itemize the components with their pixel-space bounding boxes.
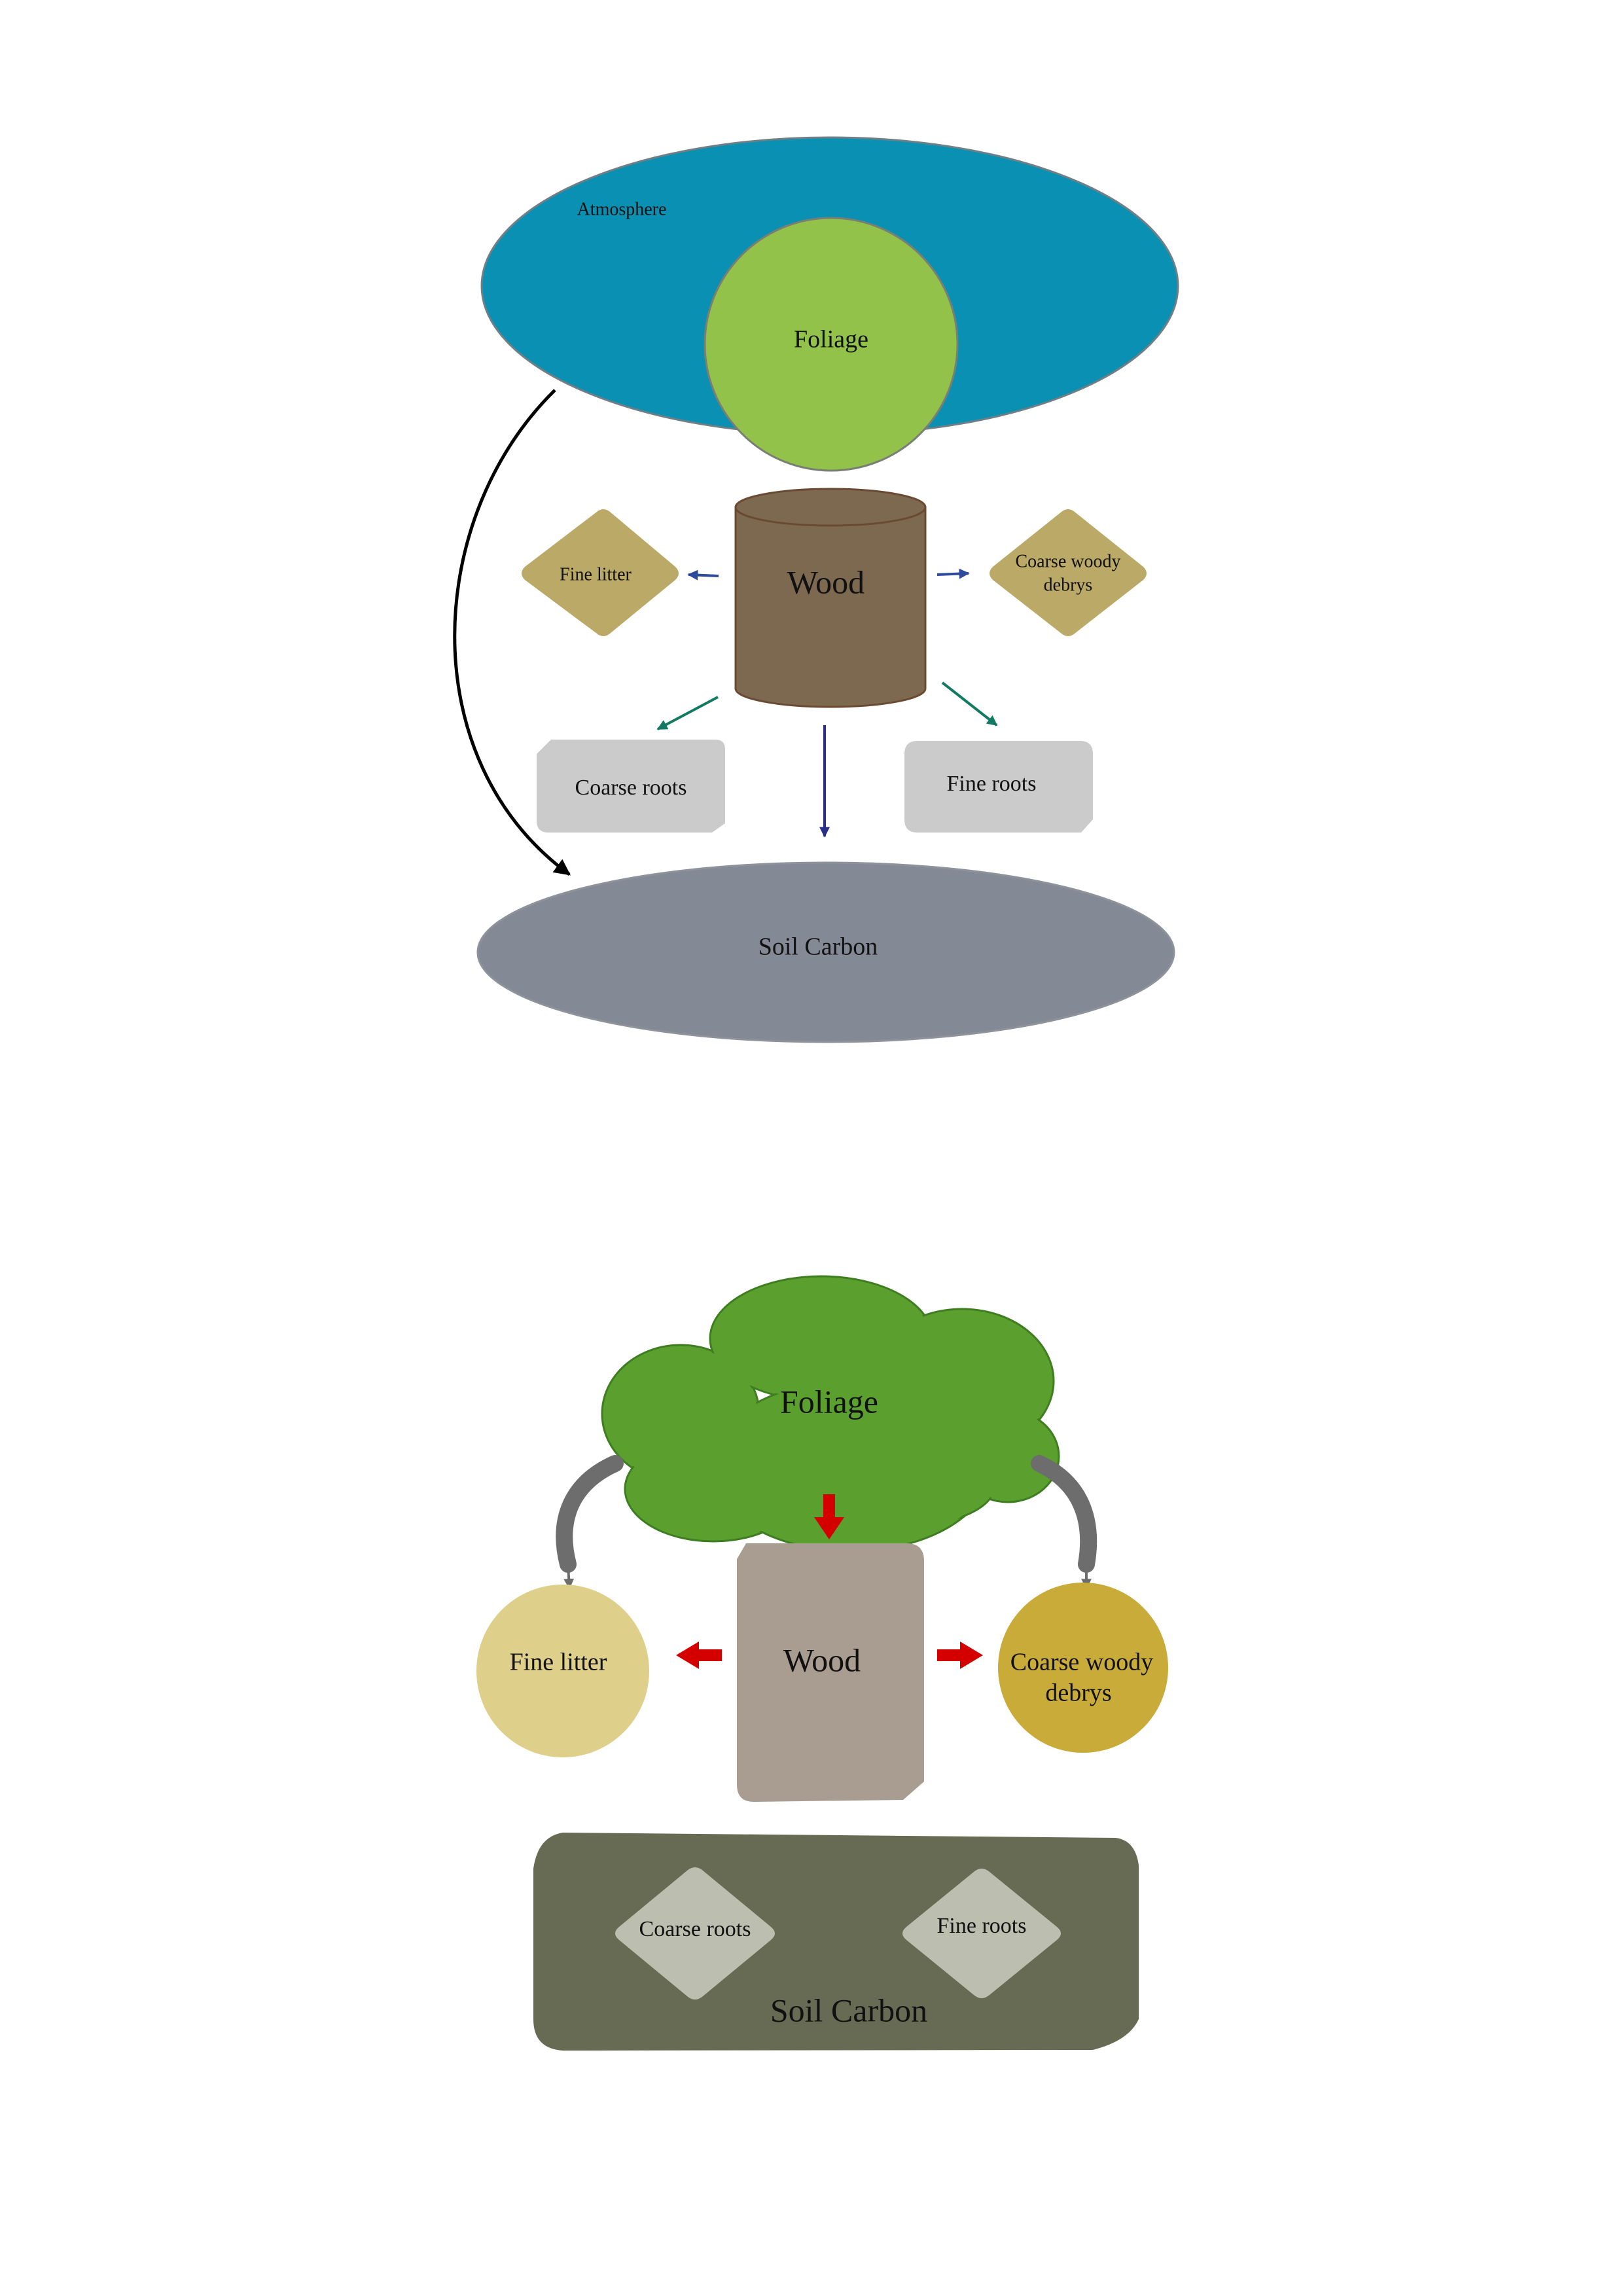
- soil-carbon-label-2: Soil Carbon: [770, 1992, 927, 2028]
- foliage-to-fine-litter-arrow-tip: [563, 1565, 575, 1590]
- wood-to-coarse-debrys-arrow: [936, 568, 970, 579]
- coarse-roots-label-2: Coarse roots: [639, 1917, 751, 1941]
- coarse-woody-debrys-label-line2: debrys: [1044, 575, 1093, 595]
- coarse-woody-debrys-label-2-line1: Coarse woody: [1010, 1649, 1153, 1676]
- soil-carbon-label: Soil Carbon: [758, 933, 878, 961]
- coarse-woody-debrys-circle: [998, 1583, 1168, 1753]
- coarse-roots-label: Coarse roots: [575, 776, 687, 800]
- wood-cylinder: [734, 488, 927, 708]
- foliage-circle: [704, 217, 959, 472]
- diagram-1: Atmosphere Foliage Wood Fine litter Coar…: [453, 136, 1179, 1043]
- wood-to-coarse-roots-arrow: [656, 696, 719, 730]
- wood-to-fine-litter-arrow: [687, 569, 719, 581]
- fine-roots-label-2: Fine roots: [937, 1914, 1027, 1938]
- coarse-woody-debrys-diamond: [990, 509, 1147, 636]
- foliage-label: Foliage: [794, 326, 868, 353]
- coarse-woody-debrys-label-line1: Coarse woody: [1016, 551, 1121, 571]
- fine-litter-diamond: [522, 509, 679, 636]
- foliage-to-wood-arrow: [814, 1494, 844, 1539]
- fine-roots-diamond: [902, 1869, 1061, 1998]
- coarse-roots-diamond: [615, 1867, 775, 2000]
- fine-roots-label: Fine roots: [947, 772, 1037, 796]
- coarse-roots-box: [537, 740, 725, 833]
- foliage-label-2: Foliage: [780, 1383, 878, 1420]
- diagram-2: Foliage Wood Fine litter Coarse woody de…: [476, 1275, 1168, 2051]
- wood-to-coarse-debrys-arrow-2: [937, 1641, 983, 1669]
- fine-roots-box: [904, 741, 1093, 833]
- soil-carbon-ellipse: [476, 861, 1175, 1043]
- atmosphere-to-soil-arrow: [453, 389, 571, 876]
- foliage-to-coarse-debrys-arrow: [1031, 1455, 1097, 1573]
- fine-litter-label: Fine litter: [560, 564, 632, 584]
- foliage-to-fine-litter-arrow: [556, 1455, 624, 1573]
- wood-label-2: Wood: [783, 1641, 861, 1678]
- fine-litter-label-2: Fine litter: [510, 1649, 607, 1676]
- coarse-woody-debrys-label-2-line2: debrys: [1045, 1679, 1111, 1707]
- fine-litter-circle: [476, 1585, 649, 1757]
- wood-to-fine-litter-arrow-2: [676, 1641, 722, 1669]
- wood-to-fine-roots-arrow: [941, 681, 998, 726]
- wood-box-2: [737, 1543, 924, 1802]
- atmosphere-label: Atmosphere: [577, 199, 667, 219]
- foliage-cloud-fill: [604, 1278, 1057, 1549]
- wood-label: Wood: [787, 564, 865, 600]
